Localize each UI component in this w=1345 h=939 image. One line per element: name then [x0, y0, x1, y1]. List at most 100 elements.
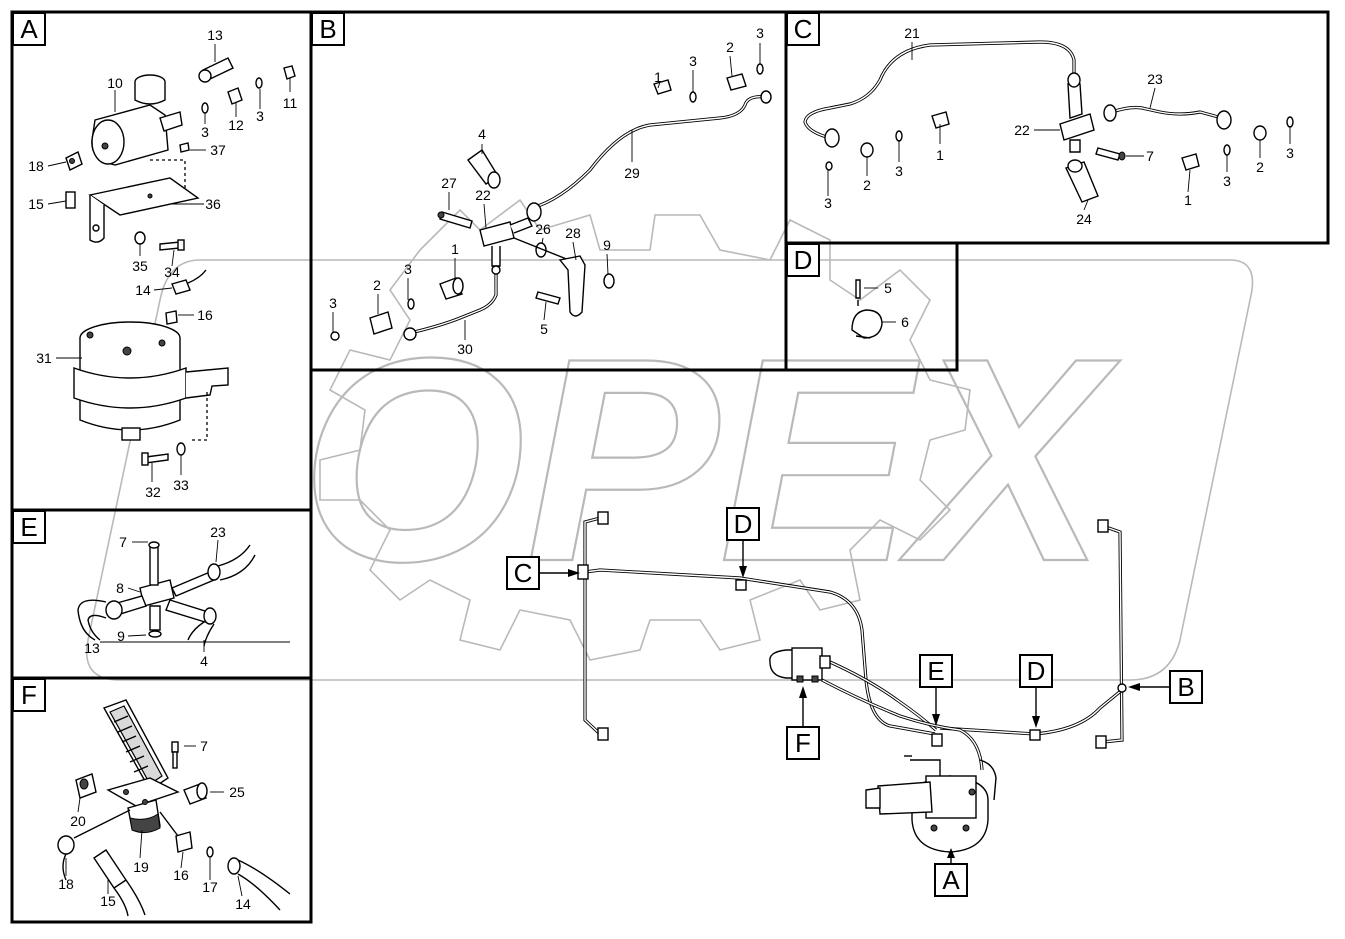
label-c-2-right: 2	[1256, 159, 1264, 175]
label-b-5: 5	[540, 321, 548, 337]
label-f-19: 19	[133, 859, 149, 875]
label-c-3-right: 3	[1286, 145, 1294, 161]
label-e-23: 23	[210, 524, 226, 540]
watermark-text: OPEX	[300, 298, 1121, 622]
callout-e: E	[919, 654, 953, 726]
label-a-3-left: 3	[201, 124, 209, 140]
panel-tag-a: A	[12, 12, 46, 46]
label-b-4: 4	[478, 126, 486, 142]
watermark-gear	[319, 198, 971, 661]
label-a-12: 12	[228, 117, 244, 133]
label-f-18: 18	[58, 876, 74, 892]
panel-tag-d: D	[786, 243, 820, 277]
label-b-27: 27	[441, 175, 457, 191]
panel-c-drawing	[803, 40, 1294, 203]
svg-text:A: A	[942, 865, 960, 895]
label-e-13: 13	[84, 640, 100, 656]
svg-text:D: D	[1027, 656, 1046, 686]
label-c-2-left: 2	[863, 177, 871, 193]
label-a-11: 11	[283, 95, 298, 111]
label-a-31: 31	[36, 350, 52, 366]
label-a-16: 16	[197, 307, 213, 323]
panel-e-drawing	[77, 541, 256, 647]
panel-d-frame	[784, 241, 959, 372]
label-f-15: 15	[100, 893, 116, 909]
label-a-18: 18	[28, 158, 44, 174]
svg-text:D: D	[734, 509, 753, 539]
panel-a-labels: 13 10 11 3 12 3 18 37 15 36 35 34 14 16 …	[28, 27, 297, 500]
label-c-3-low: 3	[824, 195, 832, 211]
label-b-26: 26	[535, 221, 551, 237]
svg-text:B: B	[319, 14, 336, 44]
callout-a: A	[934, 848, 968, 897]
label-f-20: 20	[70, 813, 86, 829]
panel-tag-f: F	[12, 678, 46, 712]
callout-d-top: D	[726, 507, 760, 578]
panel-e-labels: 7 23 8 9 13 4	[84, 524, 290, 669]
label-c-22: 22	[1014, 122, 1030, 138]
label-a-36: 36	[205, 196, 221, 212]
callout-d-right: D	[1019, 654, 1053, 728]
label-a-13: 13	[207, 27, 223, 43]
label-a-15: 15	[28, 196, 44, 212]
callout-f: F	[786, 686, 820, 760]
label-a-10: 10	[107, 75, 123, 91]
label-c-21: 21	[904, 25, 920, 41]
panel-tag-b: B	[311, 12, 345, 46]
label-a-32: 32	[145, 484, 161, 500]
label-e-8: 8	[116, 580, 124, 596]
label-b-2-left: 2	[373, 277, 381, 293]
label-d-5: 5	[884, 280, 892, 296]
label-f-7: 7	[200, 738, 208, 754]
panel-tag-c: C	[786, 12, 820, 46]
panel-d-drawing: 5 6	[851, 279, 909, 339]
svg-text:F: F	[21, 680, 37, 710]
svg-text:F: F	[795, 728, 811, 758]
svg-text:E: E	[927, 656, 944, 686]
callout-b: B	[1128, 670, 1203, 704]
label-c-3-left: 3	[895, 163, 903, 179]
label-b-1-left: 1	[451, 241, 459, 257]
label-f-16: 16	[173, 867, 189, 883]
svg-text:D: D	[794, 245, 813, 275]
label-b-22: 22	[475, 187, 491, 203]
panel-b-drawing	[330, 63, 772, 341]
label-c-3-mid: 3	[1223, 173, 1231, 189]
label-a-34: 34	[164, 264, 180, 280]
label-b-30: 30	[457, 341, 473, 357]
panel-f-labels: 7 25 20 19 18 15 16 17 14	[58, 738, 251, 912]
panel-a-drawing	[65, 57, 296, 466]
svg-text:B: B	[1177, 672, 1194, 702]
watermark-frame	[86, 259, 1254, 681]
watermark: OPEX	[86, 198, 1254, 681]
panel-c-labels: 21 23 22 7 1 3 2 3 3 2 3 1 24	[824, 25, 1294, 227]
label-b-1-right: 1	[654, 69, 662, 85]
label-a-3-right: 3	[256, 108, 264, 124]
main-assembly	[577, 511, 1127, 853]
svg-text:A: A	[20, 14, 38, 44]
panel-tag-e: E	[12, 510, 46, 544]
label-b-3-upper: 3	[689, 53, 697, 69]
label-a-37: 37	[210, 142, 226, 158]
label-c-7: 7	[1146, 148, 1154, 164]
svg-text:E: E	[20, 512, 37, 542]
label-e-7: 7	[119, 534, 127, 550]
svg-text:C: C	[514, 558, 533, 588]
panel-f-drawing	[57, 699, 291, 917]
main-callouts: D C E D B	[506, 507, 1203, 897]
label-e-4: 4	[200, 653, 208, 669]
label-f-17: 17	[202, 879, 218, 895]
panel-c-frame	[784, 10, 1330, 245]
label-c-1-left: 1	[936, 147, 944, 163]
svg-text:C: C	[794, 14, 813, 44]
label-c-24: 24	[1076, 211, 1092, 227]
label-d-6: 6	[901, 314, 909, 330]
label-b-29: 29	[624, 165, 640, 181]
label-e-9: 9	[117, 628, 125, 644]
label-b-3-right: 3	[756, 25, 764, 41]
label-b-28: 28	[565, 225, 581, 241]
label-a-35: 35	[132, 258, 148, 274]
label-c-23: 23	[1147, 71, 1163, 87]
